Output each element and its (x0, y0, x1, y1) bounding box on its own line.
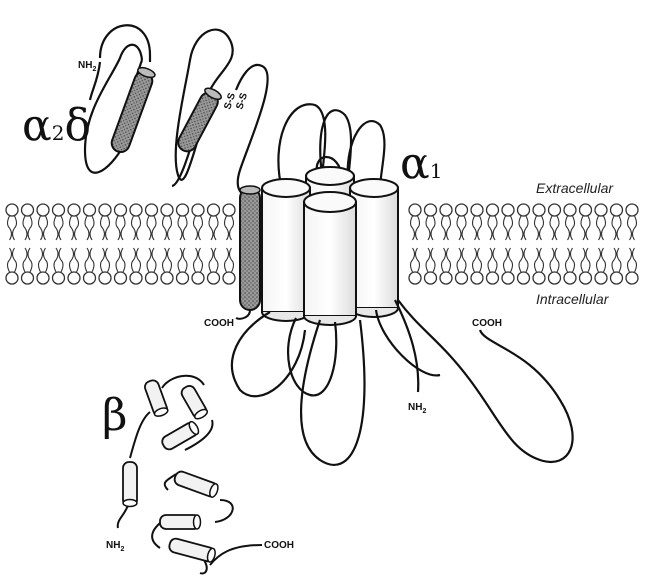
beta-nh2-label: NH2 (106, 540, 124, 553)
alpha2delta-nh2-label: NH2 (78, 60, 96, 73)
lipid-molecule (502, 248, 514, 284)
beta-label: β (102, 390, 127, 441)
lipid-molecule (84, 248, 96, 284)
alpha2delta-label: α2δ (22, 100, 91, 151)
lipid-molecule (471, 248, 483, 284)
lipid-molecule (502, 204, 514, 240)
alpha1-domain-front (304, 192, 356, 325)
alpha2delta-helix-1 (109, 66, 156, 155)
lipid-molecule (626, 204, 638, 240)
alpha1-nh2-label: NH2 (408, 402, 426, 415)
lipid-molecule (595, 204, 607, 240)
lipid-molecule (22, 248, 34, 284)
lipid-molecule (471, 204, 483, 240)
lipid-molecule (533, 248, 545, 284)
lipid-molecule (146, 204, 158, 240)
lipid-molecule (580, 248, 592, 284)
beta-helix (179, 384, 208, 421)
beta-helices (123, 379, 220, 563)
lipid-molecule (409, 204, 421, 240)
lipid-molecule (564, 204, 576, 240)
beta-helix (123, 462, 137, 507)
lipid-molecule (611, 248, 623, 284)
lipid-molecule (130, 204, 142, 240)
lipid-molecule (146, 248, 158, 284)
beta-cooh-label: COOH (264, 540, 294, 551)
lipid-molecule (177, 204, 189, 240)
lipid-molecule (208, 248, 220, 284)
alpha1-subunit (262, 167, 398, 325)
intracellular-label: Intracellular (536, 291, 610, 307)
lipid-molecule (6, 248, 18, 284)
lipid-molecule (68, 204, 80, 240)
lipid-molecule (223, 204, 235, 240)
delta-transmembrane-helix (240, 186, 260, 310)
lipid-molecule (99, 248, 111, 284)
lipid-molecule (6, 204, 18, 240)
lipid-molecule (549, 204, 561, 240)
lipid-molecule (440, 248, 452, 284)
lipid-molecule (37, 204, 49, 240)
lipid-molecule (130, 248, 142, 284)
delta-cooh-label: COOH (204, 318, 234, 329)
alpha1-intracellular-loops (232, 300, 573, 465)
beta-helix (168, 537, 217, 563)
lipid-molecule (564, 248, 576, 284)
alpha1-label: α1 (400, 138, 442, 189)
disulfide-bond-label-2: S-S (234, 91, 250, 111)
lipid-molecule (487, 248, 499, 284)
lipid-molecule (115, 204, 127, 240)
lipid-molecule (533, 204, 545, 240)
beta-helix (160, 515, 201, 529)
lipid-molecule (518, 204, 530, 240)
lipid-molecule (208, 204, 220, 240)
extracellular-label: Extracellular (536, 180, 614, 196)
lipid-molecule (440, 204, 452, 240)
alpha1-domain-left (262, 179, 310, 321)
lipid-molecule (580, 204, 592, 240)
beta-helix (160, 420, 200, 451)
lipid-molecule (425, 204, 437, 240)
alpha1-domain-right (350, 179, 398, 317)
lipid-molecule (177, 248, 189, 284)
lipid-molecule (84, 204, 96, 240)
lipid-molecule (68, 248, 80, 284)
lipid-molecule (22, 204, 34, 240)
lipid-molecule (37, 248, 49, 284)
lipid-molecule (549, 248, 561, 284)
lipid-molecule (611, 204, 623, 240)
lipid-molecule (518, 248, 530, 284)
lipid-molecule (456, 204, 468, 240)
lipid-molecule (626, 248, 638, 284)
alpha1-cooh-label: COOH (472, 318, 502, 329)
alpha2delta-subunit (85, 25, 268, 196)
lipid-molecule (161, 248, 173, 284)
lipid-molecule (487, 204, 499, 240)
lipid-molecule (53, 204, 65, 240)
lipid-molecule (595, 248, 607, 284)
lipid-molecule (192, 204, 204, 240)
lipid-molecule (99, 204, 111, 240)
beta-helix (173, 470, 220, 498)
lipid-molecule (192, 248, 204, 284)
lipid-molecule (456, 248, 468, 284)
lipid-molecule (409, 248, 421, 284)
lipid-molecule (425, 248, 437, 284)
lipid-molecule (223, 248, 235, 284)
lipid-molecule (115, 248, 127, 284)
lipid-molecule (53, 248, 65, 284)
lipid-molecule (161, 204, 173, 240)
